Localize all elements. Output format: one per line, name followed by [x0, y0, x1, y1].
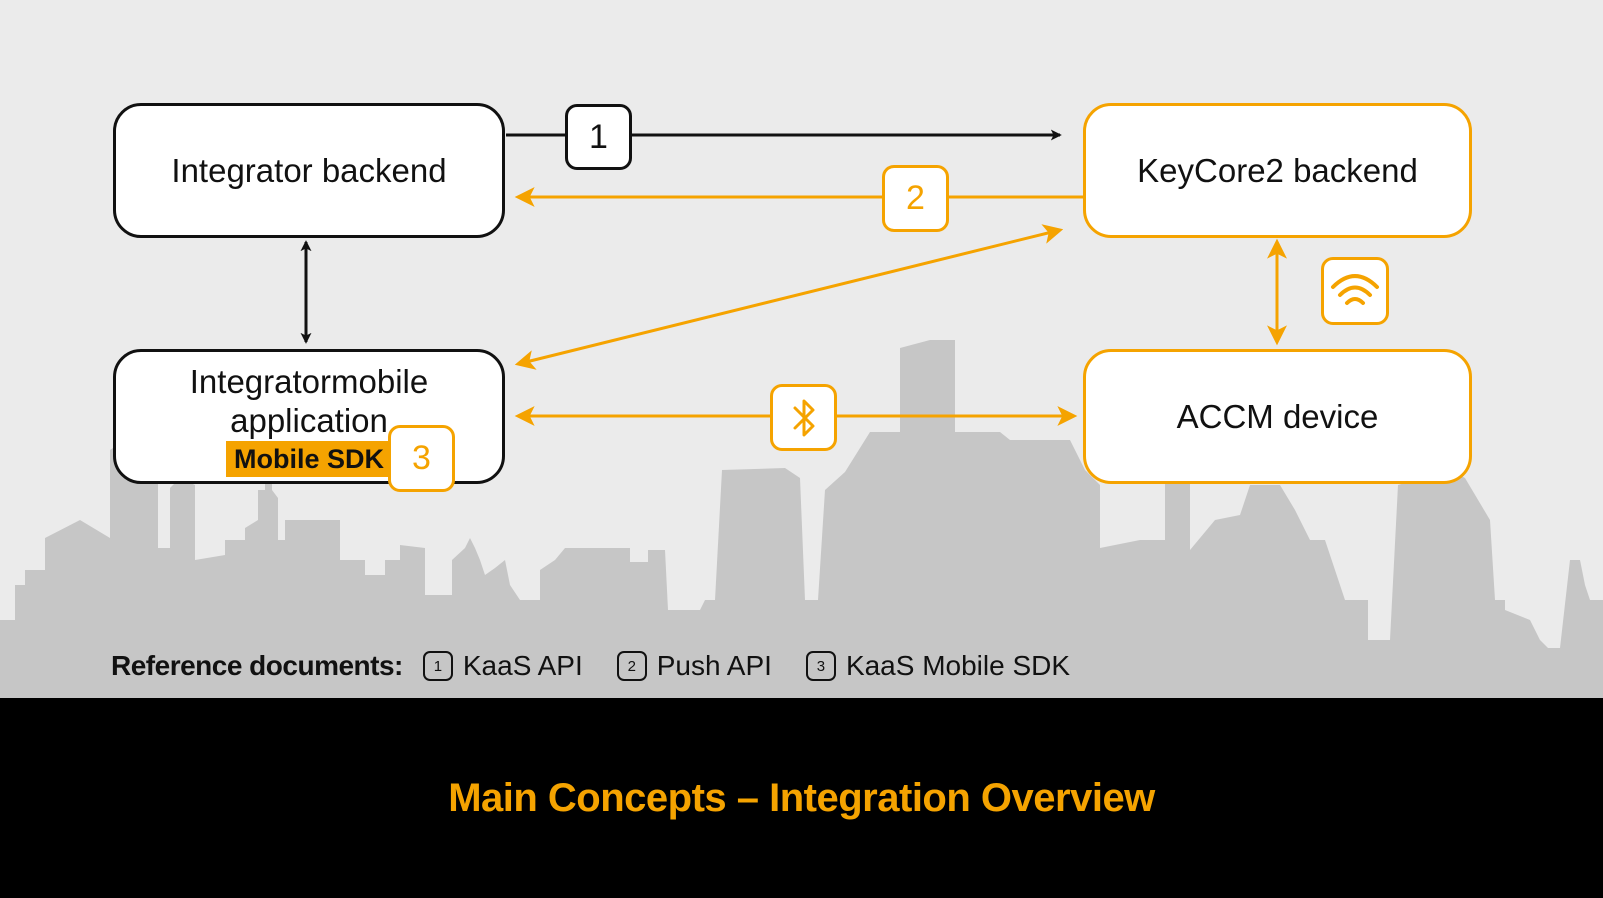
mobile-app-label-line2: application: [230, 401, 388, 439]
wifi-icon: [1321, 257, 1389, 325]
step-badge-2-label: 2: [906, 179, 925, 217]
integrator-backend-label: Integrator backend: [171, 151, 447, 189]
accm-device-label: ACCM device: [1176, 397, 1379, 435]
reference-text: KaaS API: [462, 650, 583, 681]
reference-num: 2: [616, 651, 647, 681]
reference-num: 3: [805, 651, 836, 681]
reference-documents-label: Reference documents:: [111, 650, 403, 681]
reference-item: 3 KaaS Mobile SDK: [805, 650, 1071, 682]
arrow-mobile-keycore: [514, 224, 1064, 370]
accm-device-node: ACCM device: [1083, 349, 1472, 484]
reference-item: 2 Push API: [616, 650, 772, 682]
footer-title: Main Concepts – Integration Overview: [448, 775, 1155, 820]
mobile-app-label-line1: Integratormobile: [189, 362, 429, 400]
reference-item: 1 KaaS API: [422, 650, 583, 682]
footer-banner: Main Concepts – Integration Overview: [0, 698, 1603, 898]
step-badge-2: 2: [882, 165, 949, 232]
step-badge-1: 1: [565, 104, 632, 170]
reference-documents: Reference documents: 1 KaaS API 2 Push A…: [111, 646, 1104, 686]
keycore-backend-node: KeyCore2 backend: [1083, 103, 1472, 238]
bluetooth-icon: [770, 384, 837, 451]
step-badge-3-label: 3: [412, 439, 431, 477]
mobile-sdk-label: Mobile SDK: [225, 440, 392, 477]
reference-text: KaaS Mobile SDK: [845, 650, 1071, 681]
integrator-backend-node: Integrator backend: [113, 103, 505, 238]
skyline-background: [0, 340, 1603, 698]
reference-num: 1: [422, 651, 453, 681]
reference-text: Push API: [656, 650, 772, 681]
step-badge-3: 3: [388, 425, 455, 492]
step-badge-1-label: 1: [589, 117, 608, 156]
keycore-backend-label: KeyCore2 backend: [1137, 151, 1418, 189]
